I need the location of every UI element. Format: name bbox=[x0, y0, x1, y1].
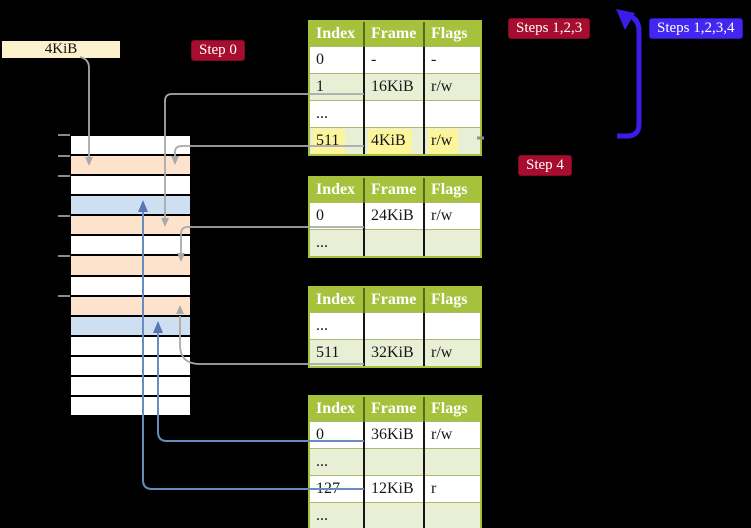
table-cell: 24KiB bbox=[364, 202, 425, 230]
table-cell: ... bbox=[310, 502, 365, 528]
table-cell bbox=[424, 502, 480, 528]
table-cell: 4KiB bbox=[364, 127, 425, 154]
memory-row-4 bbox=[71, 216, 190, 235]
table-cell: 1 bbox=[310, 73, 365, 101]
column-header: Frame bbox=[364, 22, 425, 47]
table-cell: r bbox=[424, 475, 480, 503]
column-header: Index bbox=[310, 178, 365, 203]
table-cell bbox=[424, 229, 480, 256]
table-cell: - bbox=[364, 46, 425, 74]
highlighted-value: 511 bbox=[313, 128, 346, 154]
table-cell: 511 bbox=[310, 127, 365, 154]
memory-row-9 bbox=[71, 316, 190, 335]
column-header: Index bbox=[310, 397, 365, 422]
table-cell: r/w bbox=[424, 339, 480, 366]
table-cell: 0 bbox=[310, 46, 365, 74]
table-cell bbox=[364, 502, 425, 528]
column-header: Flags bbox=[424, 397, 480, 422]
badge-step-0: Step 0 bbox=[191, 40, 245, 61]
table-row: ... bbox=[310, 312, 480, 340]
badge-steps-1234: Steps 1,2,3,4 bbox=[649, 18, 743, 39]
column-header: Flags bbox=[424, 22, 480, 47]
table-cell: ... bbox=[310, 312, 365, 340]
table-cell: 511 bbox=[310, 339, 365, 366]
table-cell bbox=[364, 229, 425, 256]
table-cell: ... bbox=[310, 229, 365, 256]
table-cell bbox=[424, 448, 480, 476]
table-row: ... bbox=[310, 100, 480, 128]
table-cell bbox=[364, 100, 425, 128]
table-cell: 16KiB bbox=[364, 73, 425, 101]
memory-row-8 bbox=[71, 296, 190, 315]
table-cell: 12KiB bbox=[364, 475, 425, 503]
table-row: ... bbox=[310, 229, 480, 256]
table-cell: ... bbox=[310, 448, 365, 476]
column-header: Index bbox=[310, 22, 365, 47]
table-row: ... bbox=[310, 502, 480, 528]
memory-row-12 bbox=[71, 376, 190, 396]
table-cell: ... bbox=[310, 100, 365, 128]
table-cell: - bbox=[424, 46, 480, 74]
steps-1234-return-arrow bbox=[616, 9, 642, 139]
table-cell: 0 bbox=[310, 202, 365, 230]
table-row: 0-- bbox=[310, 46, 480, 74]
physical-memory-column bbox=[71, 136, 190, 416]
badge-step-4: Step 4 bbox=[518, 155, 572, 176]
table-row: 511 4KiB r/w bbox=[310, 127, 480, 154]
table-cell: r/w bbox=[424, 421, 480, 449]
highlighted-value: r/w bbox=[428, 128, 459, 154]
memory-row-1 bbox=[71, 156, 190, 175]
table-row: ... bbox=[310, 448, 480, 476]
column-header: Flags bbox=[424, 288, 480, 313]
memory-row-2 bbox=[71, 176, 190, 195]
memory-row-6 bbox=[71, 256, 190, 275]
memory-row-5 bbox=[71, 236, 190, 255]
badge-steps-123: Steps 1,2,3 bbox=[508, 18, 591, 39]
table-cell: r/w bbox=[424, 127, 480, 154]
table-cell bbox=[364, 448, 425, 476]
frame-4kib-label: 4KiB bbox=[2, 41, 120, 58]
table-cell bbox=[424, 312, 480, 340]
column-header: Flags bbox=[424, 178, 480, 203]
table-cell: 36KiB bbox=[364, 421, 425, 449]
memory-row-13 bbox=[71, 397, 190, 416]
memory-address-ticks bbox=[58, 134, 70, 297]
memory-row-11 bbox=[71, 356, 190, 375]
table-cell: 32KiB bbox=[364, 339, 425, 366]
column-header: Frame bbox=[364, 178, 425, 203]
column-header: Frame bbox=[364, 397, 425, 422]
memory-row-7 bbox=[71, 276, 190, 295]
column-header: Frame bbox=[364, 288, 425, 313]
table-cell: r/w bbox=[424, 73, 480, 101]
table-cell: 127 bbox=[310, 475, 365, 503]
memory-row-3 bbox=[71, 196, 190, 215]
memory-row-10 bbox=[71, 336, 190, 355]
highlighted-value: 4KiB bbox=[368, 128, 412, 154]
memory-row-0 bbox=[71, 136, 190, 155]
table-cell bbox=[364, 312, 425, 340]
table-cell bbox=[424, 100, 480, 128]
table-cell: 0 bbox=[310, 421, 365, 449]
column-header: Index bbox=[310, 288, 365, 313]
table-cell: r/w bbox=[424, 202, 480, 230]
